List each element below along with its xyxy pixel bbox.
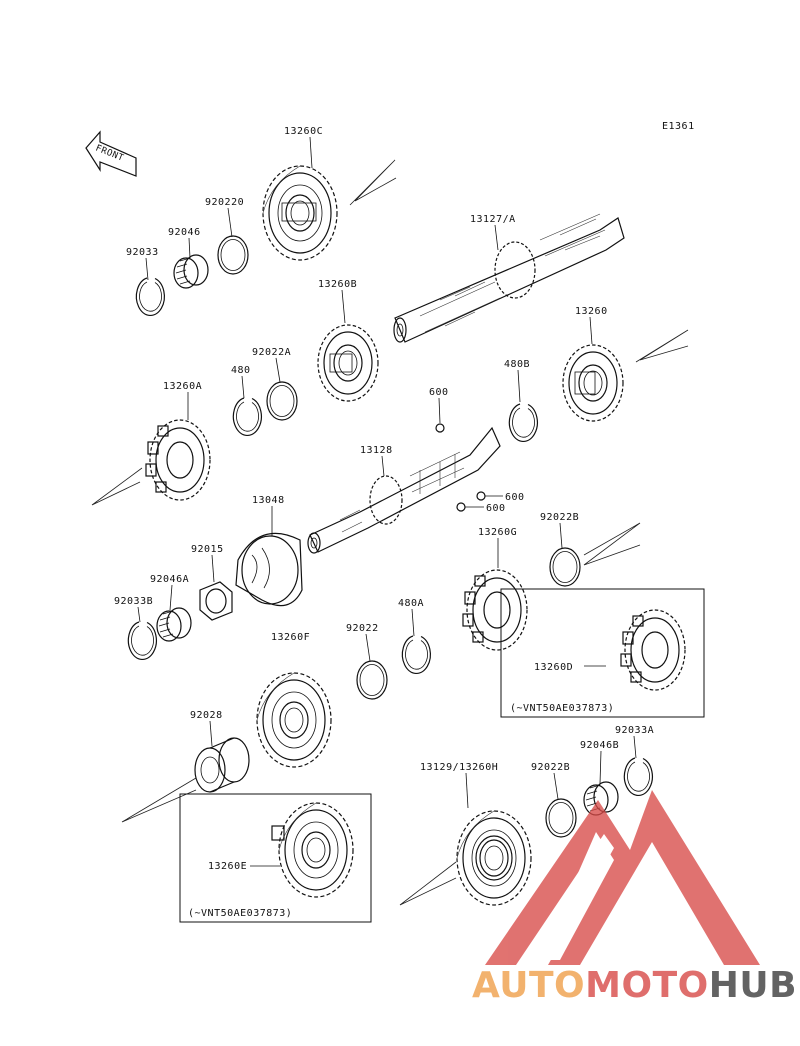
part-92015-nut: [199, 581, 233, 621]
watermark-part2: MOTO: [585, 965, 709, 1006]
part-13129-gear: [456, 810, 532, 906]
part-13260G-gear: [462, 569, 528, 651]
part-13260A-gear: [145, 419, 211, 501]
note-box2: (~VNT50AE037873): [188, 908, 292, 919]
label-92015: 92015: [191, 544, 224, 555]
part-92033B-circlip: [127, 621, 157, 661]
watermark-part1: AUTO: [472, 965, 585, 1006]
part-92022-washer: [356, 660, 388, 700]
label-92046A: 92046A: [150, 574, 189, 585]
watermark-logo: [485, 790, 760, 965]
axis-line: [349, 159, 397, 206]
watermark-text: AUTOMOTOHUB: [472, 965, 797, 1006]
part-13128-shaft: [307, 426, 501, 554]
variant-box-13260D: [500, 588, 705, 718]
part-480B-circlip: [508, 403, 538, 443]
part-92046-bearing: [173, 254, 209, 289]
part-13260D-gear: [620, 609, 686, 691]
watermark-part3: HUB: [709, 965, 797, 1006]
part-92033-circlip: [135, 277, 165, 317]
label-600-mid: 600: [505, 492, 525, 503]
part-920220-washer: [217, 235, 249, 275]
label-92046B: 92046B: [580, 740, 619, 751]
label-13128: 13128: [360, 445, 393, 456]
part-480A-circlip: [401, 635, 431, 675]
part-600-ball: [476, 491, 486, 501]
label-480: 480: [231, 365, 251, 376]
label-13260G: 13260G: [478, 527, 517, 538]
label-92028: 92028: [190, 710, 223, 721]
part-13260-gear: [562, 344, 624, 422]
part-600-ball: [456, 502, 466, 512]
label-92033A: 92033A: [615, 725, 654, 736]
axis-line: [635, 329, 689, 363]
label-13260F: 13260F: [271, 632, 310, 643]
label-13260B: 13260B: [318, 279, 357, 290]
label-480B: 480B: [504, 359, 530, 370]
label-13260A: 13260A: [163, 381, 202, 392]
part-13260B-gear: [317, 324, 379, 402]
axis-line: [121, 777, 197, 823]
label-920220: 920220: [205, 197, 244, 208]
axis-line: [583, 522, 641, 566]
diagram-id: E1361: [662, 121, 695, 132]
label-92046: 92046: [168, 227, 201, 238]
part-13260C-gear: [262, 165, 338, 261]
label-92022B: 92022B: [540, 512, 579, 523]
part-92022B-washer: [549, 547, 581, 587]
label-480A: 480A: [398, 598, 424, 609]
label-92033: 92033: [126, 247, 159, 258]
label-13127A: 13127/A: [470, 214, 516, 225]
variant-box-13260E: [179, 793, 372, 923]
part-92022B-washer-lower: [545, 798, 577, 838]
part-92033A-circlip: [623, 757, 653, 797]
label-92022: 92022: [346, 623, 379, 634]
label-13260D: 13260D: [534, 662, 573, 673]
part-13127A-shaft: [393, 213, 625, 343]
front-arrow-icon: FRONT: [85, 130, 137, 177]
axis-line: [399, 861, 457, 906]
label-600-top: 600: [429, 387, 449, 398]
label-13260C: 13260C: [284, 126, 323, 137]
axis-line: [91, 467, 143, 506]
note-box1: (~VNT50AE037873): [510, 703, 614, 714]
label-13260: 13260: [575, 306, 608, 317]
label-92022B-lower: 92022B: [531, 762, 570, 773]
part-13260E-gear: [271, 802, 354, 898]
part-92046A-bearing: [156, 607, 192, 642]
part-480-circlip: [232, 397, 262, 437]
label-13048: 13048: [252, 495, 285, 506]
label-92033B: 92033B: [114, 596, 153, 607]
part-92022A-washer: [266, 381, 298, 421]
part-13260F-gear: [256, 672, 332, 768]
part-13048-hub: [235, 532, 303, 607]
label-92022A: 92022A: [252, 347, 291, 358]
part-600-ball: [435, 423, 445, 433]
label-13260E: 13260E: [208, 861, 247, 872]
label-13129-13260H: 13129/13260H: [420, 762, 498, 773]
part-92028-collar: [194, 737, 250, 793]
label-600-low: 600: [486, 503, 506, 514]
